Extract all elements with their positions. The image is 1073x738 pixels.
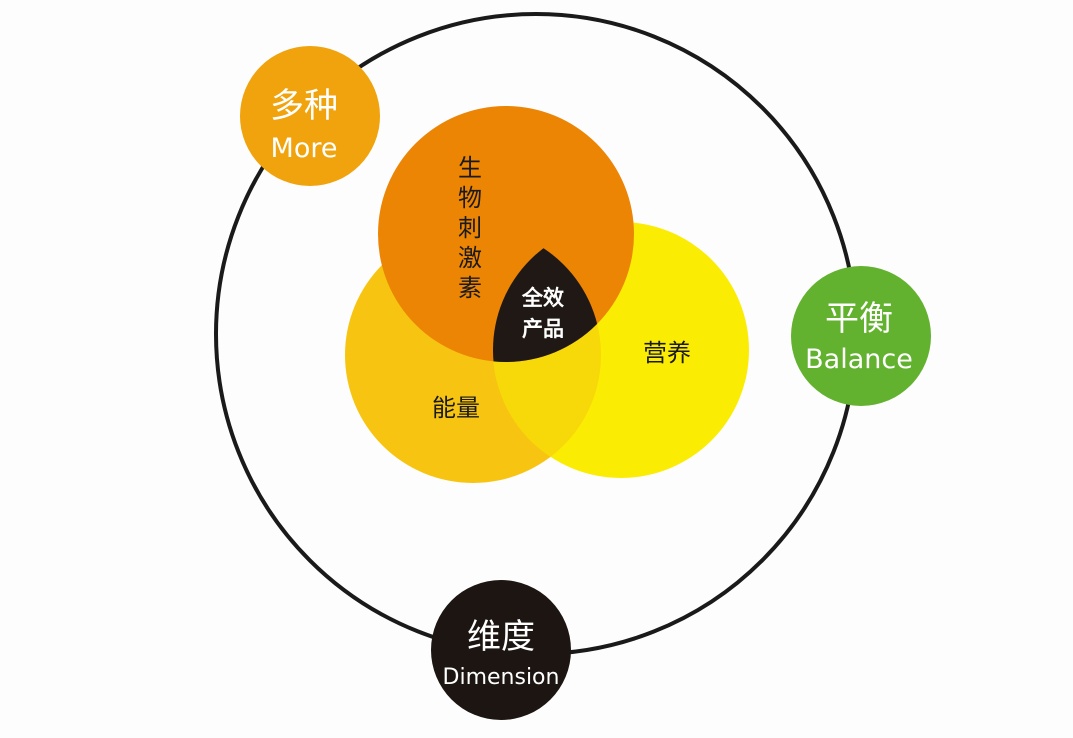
biostimulant-char-1: 生 bbox=[458, 154, 482, 182]
core-label-line-2: 产品 bbox=[522, 317, 564, 341]
energy-label: 能量 bbox=[432, 394, 480, 422]
more-badge: 多种 More bbox=[240, 46, 380, 186]
biostimulant-label: 生 物 刺 激 素 bbox=[458, 154, 482, 302]
core-label-line-1: 全效 bbox=[521, 286, 564, 310]
biostimulant-char-3: 刺 bbox=[458, 214, 482, 242]
balance-badge-en: Balance bbox=[805, 344, 913, 375]
balance-badge: 平衡 Balance bbox=[791, 266, 931, 406]
more-badge-en: More bbox=[271, 133, 338, 164]
dimension-badge-en: Dimension bbox=[443, 665, 560, 690]
biostimulant-char-5: 素 bbox=[458, 274, 482, 302]
biostimulant-char-2: 物 bbox=[458, 184, 482, 212]
biostimulant-char-4: 激 bbox=[458, 244, 482, 272]
balance-badge-cn: 平衡 bbox=[825, 299, 893, 339]
dimension-badge-cn: 维度 bbox=[467, 617, 535, 657]
nutrition-label: 营养 bbox=[643, 339, 691, 367]
dimension-badge: 维度 Dimension bbox=[431, 580, 571, 720]
more-badge-cn: 多种 bbox=[270, 86, 338, 126]
